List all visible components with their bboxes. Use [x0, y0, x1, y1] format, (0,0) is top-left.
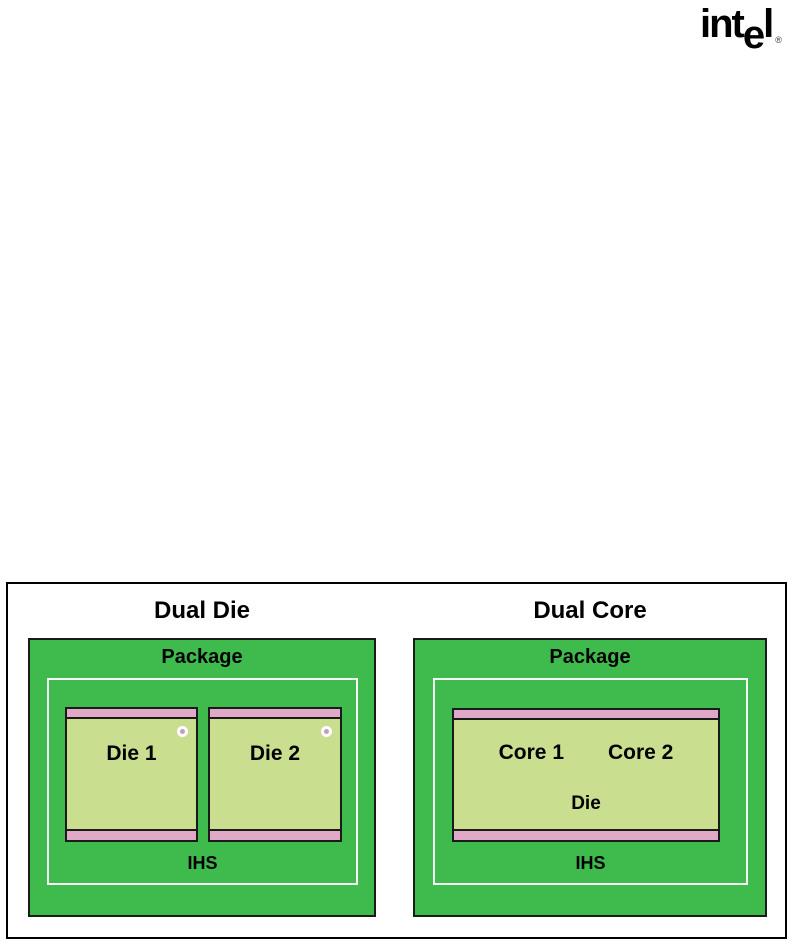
- die-1-label: Die 1: [106, 742, 157, 765]
- shared-die-body: Core 1 Core 2 Die: [454, 720, 718, 829]
- logo-text-prefix: int: [700, 2, 745, 46]
- die-label: Die: [571, 793, 601, 814]
- die-2-box: Die 2: [208, 707, 342, 842]
- tim-strip-top: [210, 709, 340, 719]
- tim-strip-bottom: [454, 829, 718, 840]
- die-1-box: Die 1: [65, 707, 198, 842]
- ihs-label: IHS: [187, 853, 218, 873]
- ihs-outline: [47, 678, 358, 885]
- intel-logo: intel®: [700, 1, 782, 57]
- package-label: Package: [549, 646, 631, 668]
- die-2-label: Die 2: [249, 742, 301, 765]
- package-label: Package: [161, 646, 243, 668]
- package-box-dual-die: Package Die 1 Die 2: [28, 638, 376, 917]
- tim-strip-bottom: [210, 829, 340, 840]
- package-box-dual-core: Package Core 1 Core 2 Die IHS: [413, 638, 767, 917]
- marker-dot-center: [180, 729, 185, 734]
- ihs-label: IHS: [575, 853, 606, 873]
- tim-strip-top: [67, 709, 196, 719]
- tim-strip-bottom: [67, 829, 196, 840]
- core-2-label: Core 2: [608, 741, 674, 764]
- panel-title-dual-core: Dual Core: [533, 597, 647, 624]
- die-1-body: Die 1: [67, 719, 196, 829]
- logo-text-suffix: l: [763, 2, 774, 46]
- shared-die-box: Core 1 Core 2 Die: [452, 708, 720, 842]
- logo-dropped-e: e: [742, 13, 765, 57]
- tim-strip-top: [454, 710, 718, 720]
- marker-dot-icon: [177, 726, 188, 737]
- marker-dot-center: [324, 729, 329, 734]
- marker-dot-icon: [321, 726, 332, 737]
- registered-trademark-icon: ®: [775, 35, 782, 45]
- core-1-label: Core 1: [498, 741, 564, 764]
- core-labels-row: Core 1 Core 2: [454, 741, 718, 764]
- die-2-body: Die 2: [210, 719, 340, 829]
- panel-title-dual-die: Dual Die: [153, 597, 251, 624]
- packages-figure: Dual Die Package Die 1: [6, 582, 787, 939]
- ihs-outline: [433, 678, 748, 885]
